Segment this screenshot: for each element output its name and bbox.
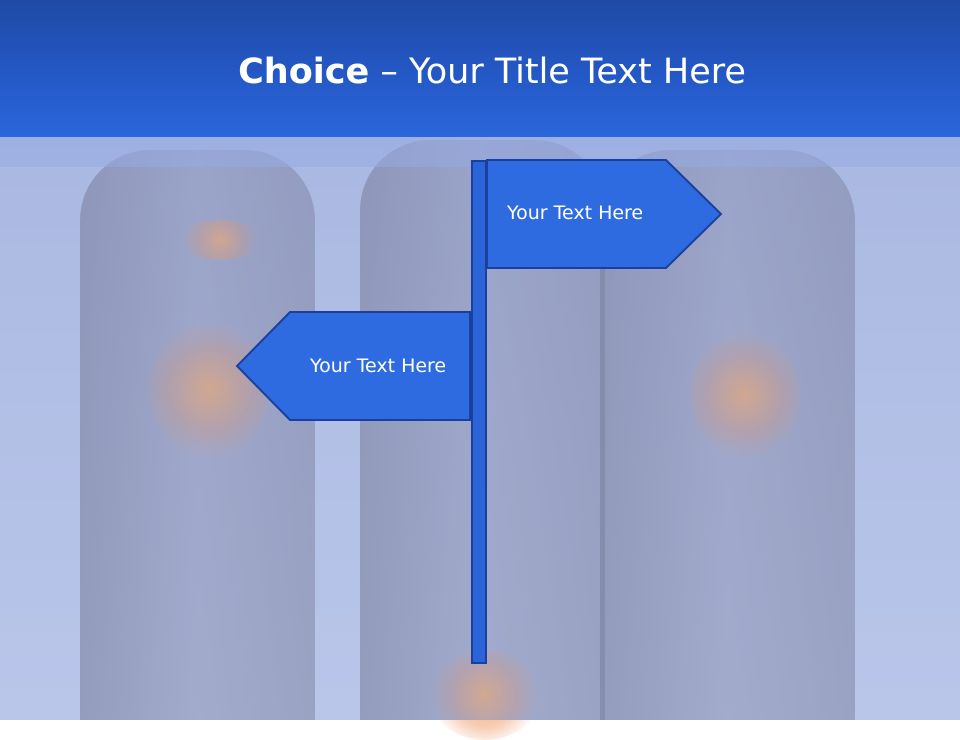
signpost-pole xyxy=(471,160,487,664)
title-rest: – Your Title Text Here xyxy=(369,52,746,92)
sign-left-label: Your Text Here xyxy=(310,355,447,377)
sign-right-label: Your Text Here xyxy=(507,202,644,224)
title-bold: Choice xyxy=(238,52,370,92)
sign-right-arrow xyxy=(486,159,723,269)
sign-left-arrow xyxy=(235,311,471,421)
glow-right xyxy=(690,330,800,460)
glow-top xyxy=(175,220,265,260)
glow-left xyxy=(150,320,270,460)
slide-title: Choice – Your Title Text Here xyxy=(0,52,960,92)
title-bar: Choice – Your Title Text Here xyxy=(0,0,960,137)
